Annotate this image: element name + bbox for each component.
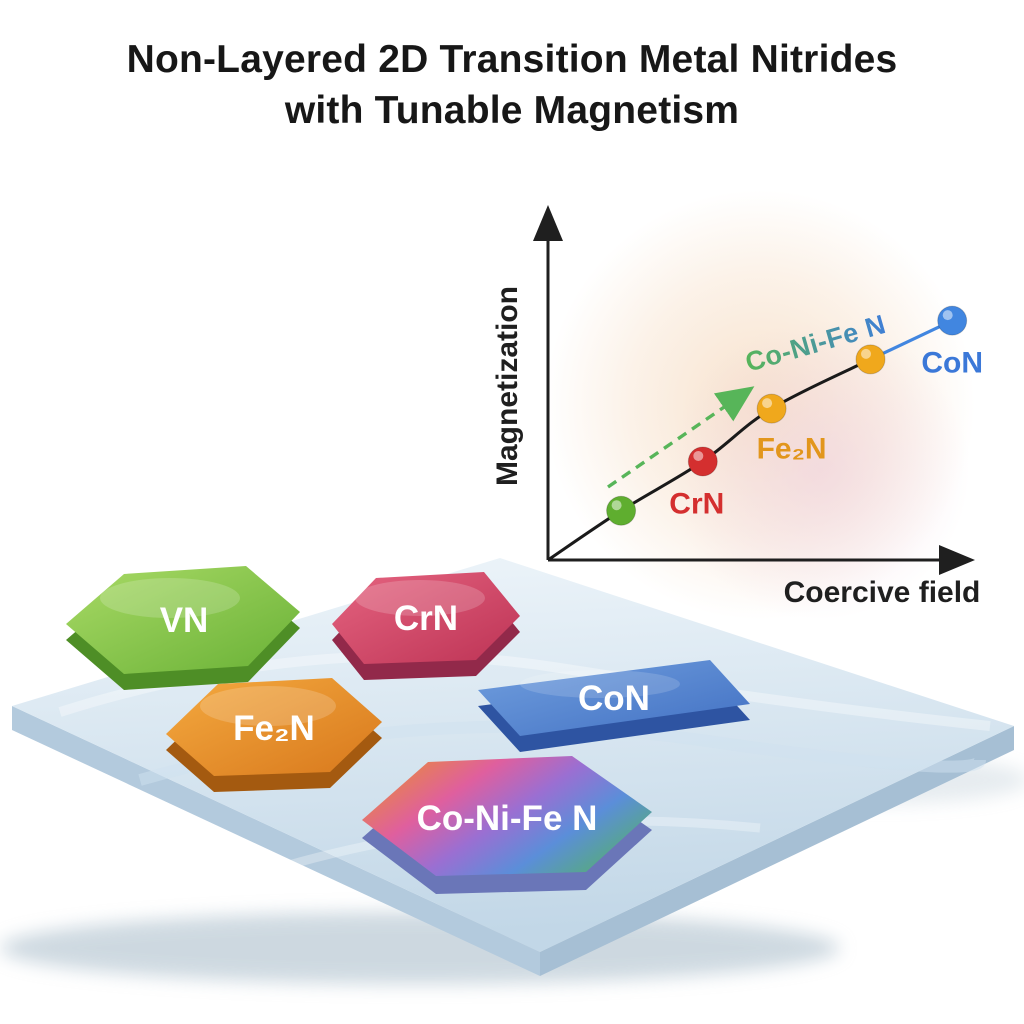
tile-crn-top (332, 572, 520, 664)
title-line-1: Non-Layered 2D Transition Metal Nitrides (126, 38, 898, 81)
tile-vn-top (66, 566, 300, 674)
tile-con-highlight (520, 670, 680, 698)
point-highlight (861, 348, 871, 359)
point-highlight (611, 500, 622, 511)
substrate-front-edge-right (540, 726, 1014, 976)
tile-co-ni-fe-n-top (362, 756, 652, 876)
tile-fe2n-highlight (200, 686, 336, 726)
tile-con: CoN (478, 660, 750, 752)
tile-con-label: CoN (578, 679, 650, 718)
data-point-con: CoN (921, 305, 983, 380)
tile-crn-label: CrN (394, 599, 458, 638)
tile-fe2n: Fe₂N (166, 678, 382, 792)
tile-co-ni-fe-n-label: Co-Ni-Fe N (417, 799, 598, 838)
x-axis-label: Coercive field (784, 576, 981, 609)
point-label: Fe₂N (757, 433, 827, 466)
tile-crn-highlight (355, 580, 485, 616)
y-axis-label: Magnetization (491, 286, 524, 486)
data-point-crn: CrN (669, 446, 724, 520)
point-highlight (942, 310, 953, 321)
tile-crn: CrN (332, 572, 520, 680)
trend-segment-con (869, 319, 953, 361)
tile-vn-highlight (100, 578, 240, 618)
chart-data-layer: CrN Fe₂N CoN (547, 305, 983, 562)
point-highlight (693, 450, 704, 461)
point-dot (756, 393, 787, 424)
point-label: CoN (921, 347, 983, 380)
point-highlight (762, 398, 773, 409)
magnetization-chart: Magnetization Coercive field CrNFe₂NCoN … (491, 190, 983, 620)
point-dot (687, 446, 718, 477)
data-point-fe2n (855, 344, 886, 375)
title-line-2: with Tunable Magnetism (284, 89, 740, 133)
tile-fe2n-top (166, 678, 382, 776)
tile-vn: VN (66, 566, 300, 690)
point-label: CrN (669, 487, 724, 520)
data-point-vn (606, 495, 637, 526)
point-dot (937, 305, 968, 336)
tile-con-top (478, 660, 750, 736)
tile-vn-label: VN (160, 601, 209, 640)
point-dot (606, 495, 637, 526)
substrate-illustration: VN CrN CoN Fe₂N (0, 558, 1024, 984)
tile-fe2n-label: Fe₂N (233, 709, 315, 748)
substrate-shadow (0, 912, 840, 984)
page-title: Non-Layered 2D Transition Metal Nitrides… (0, 34, 1024, 137)
tile-co-ni-fe-n: Co-Ni-Fe N (362, 756, 652, 894)
data-point-fe2n: Fe₂N (756, 393, 827, 466)
tuning-arrow (607, 386, 755, 489)
point-dot (855, 344, 886, 375)
